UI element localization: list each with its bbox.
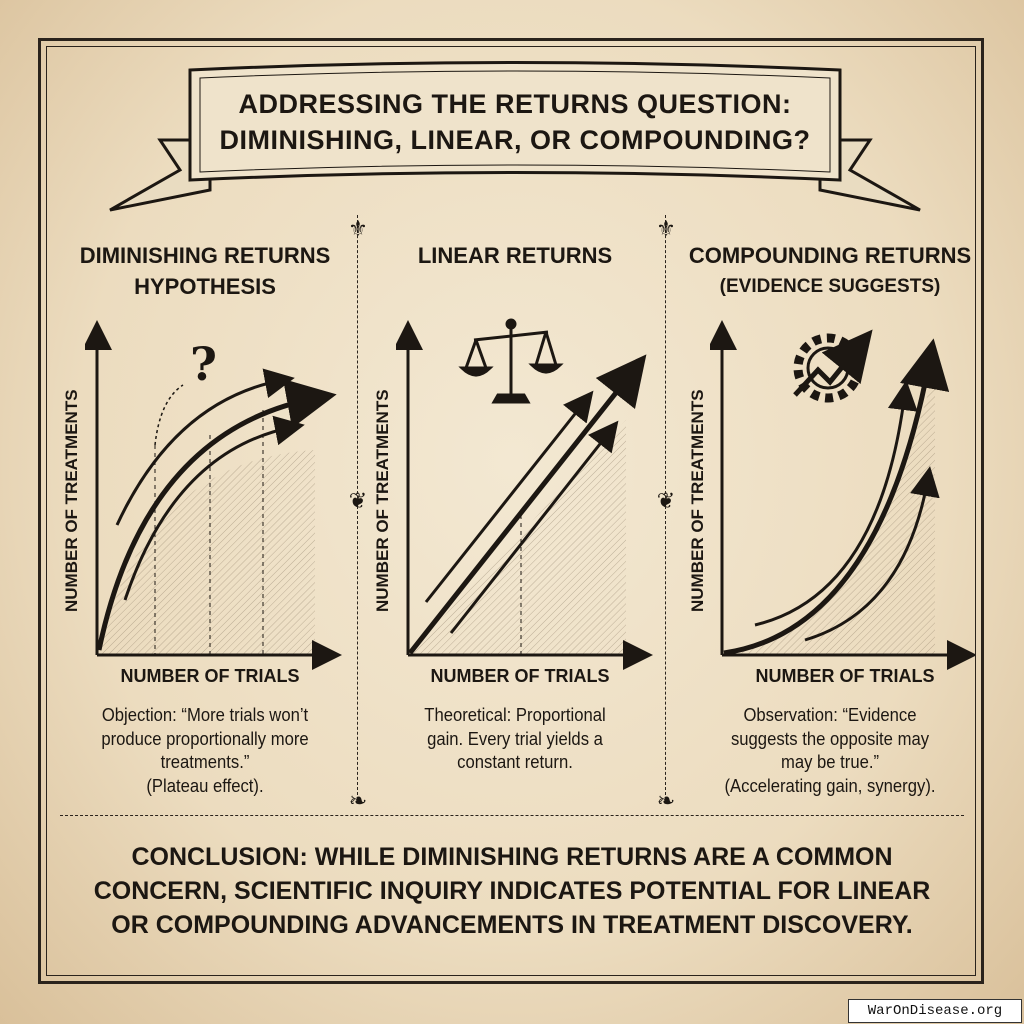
inner-border: [46, 46, 976, 976]
heading-line: COMPOUNDING RETURNS: [688, 243, 972, 268]
balance-scale-icon: [458, 318, 564, 404]
desc-line: constant return.: [457, 751, 573, 772]
compounding-curve: [754, 380, 918, 627]
conclusion-line: CONCERN, SCIENTIFIC INQUIRY INDICATES PO…: [93, 877, 931, 905]
desc-line: (Accelerating gain, synergy).: [724, 774, 936, 796]
desc-line: treatments.”: [160, 751, 250, 772]
y-axis-label: NUMBER OF TREATMENTS: [373, 389, 392, 612]
conclusion-line: CONCLUSION: WHILE DIMINISHING RETURNS AR…: [131, 843, 893, 871]
flourish-ornament-icon: ❦: [348, 488, 368, 513]
desc-line: Objection: “More trials won’t: [101, 704, 309, 725]
shaded-area: [408, 420, 626, 655]
heading-line: DIMINISHING RETURNS: [79, 243, 331, 268]
desc-line: (Plateau effect).: [146, 774, 264, 796]
outer-border: [38, 38, 984, 984]
linear-line: [408, 354, 647, 655]
section-divider: [60, 815, 964, 816]
column-divider: [665, 215, 666, 800]
diminishing-curve: [123, 415, 305, 601]
desc-line: may be true.”: [780, 751, 880, 772]
linear-returns-heading: LINEAR RETURNS: [370, 240, 660, 271]
desc-line: suggests the opposite may: [730, 727, 930, 749]
y-axis-label: NUMBER OF TREATMENTS: [62, 389, 81, 612]
gear-growth-icon: [793, 329, 873, 403]
compounding-returns-heading: COMPOUNDING RETURNS (EVIDENCE SUGGESTS): [680, 240, 980, 302]
title-line-2: DIMINISHING, LINEAR, OR COMPOUNDING?: [219, 125, 811, 155]
y-axis-label: NUMBER OF TREATMENTS: [688, 389, 707, 612]
desc-line: Theoretical: Proportional: [424, 704, 606, 725]
desc-line: Observation: “Evidence: [743, 704, 917, 725]
watermark-link[interactable]: WarOnDisease.org: [848, 999, 1022, 1023]
linear-line: [449, 420, 619, 634]
desc-line: gain. Every trial yields a: [427, 727, 603, 749]
flourish-ornament-icon: ❧: [656, 788, 676, 813]
linear-returns-graph: [396, 318, 653, 670]
conclusion-text: CONCLUSION: WHILE DIMINISHING RETURNS AR…: [60, 840, 964, 942]
diminishing-returns-heading: DIMINISHING RETURNS HYPOTHESIS: [60, 240, 350, 302]
shaded-area: [722, 370, 935, 655]
heading-line: HYPOTHESIS: [134, 274, 276, 299]
linear-line: [424, 390, 594, 603]
title-banner: [109, 61, 921, 212]
flourish-ornament-icon: ❦: [656, 488, 676, 513]
column-divider: [357, 215, 358, 800]
diminishing-curve: [96, 378, 337, 651]
title-line-1: ADDRESSING THE RETURNS QUESTION:: [238, 89, 792, 119]
heading-line: LINEAR RETURNS: [417, 243, 613, 268]
page-title: ADDRESSING THE RETURNS QUESTION: DIMINIS…: [200, 86, 830, 158]
flourish-ornament-icon: ⚜: [348, 216, 368, 241]
diminishing-returns-graph: ?: [85, 320, 342, 670]
compounding-curve: [723, 338, 950, 656]
compounding-curve: [804, 466, 940, 642]
compounding-description: Observation: “Evidence suggests the oppo…: [695, 703, 965, 797]
x-axis-label: NUMBER OF TRIALS: [120, 666, 300, 686]
heading-subtitle: (EVIDENCE SUGGESTS): [719, 276, 941, 297]
desc-line: produce proportionally more: [101, 727, 309, 749]
conclusion-line: OR COMPOUNDING ADVANCEMENTS IN TREATMENT…: [111, 911, 913, 939]
flourish-ornament-icon: ❧: [348, 788, 368, 813]
x-axis-label: NUMBER OF TRIALS: [430, 666, 610, 686]
compounding-returns-graph: [710, 320, 975, 670]
diminishing-curve: [115, 368, 295, 526]
diminishing-description: Objection: “More trials won’t produce pr…: [70, 703, 340, 797]
question-mark-icon: ?: [190, 337, 217, 391]
shaded-area: [97, 450, 315, 655]
linear-description: Theoretical: Proportional gain. Every tr…: [380, 703, 650, 774]
x-axis-label: NUMBER OF TRIALS: [755, 666, 935, 686]
flourish-ornament-icon: ⚜: [656, 216, 676, 241]
